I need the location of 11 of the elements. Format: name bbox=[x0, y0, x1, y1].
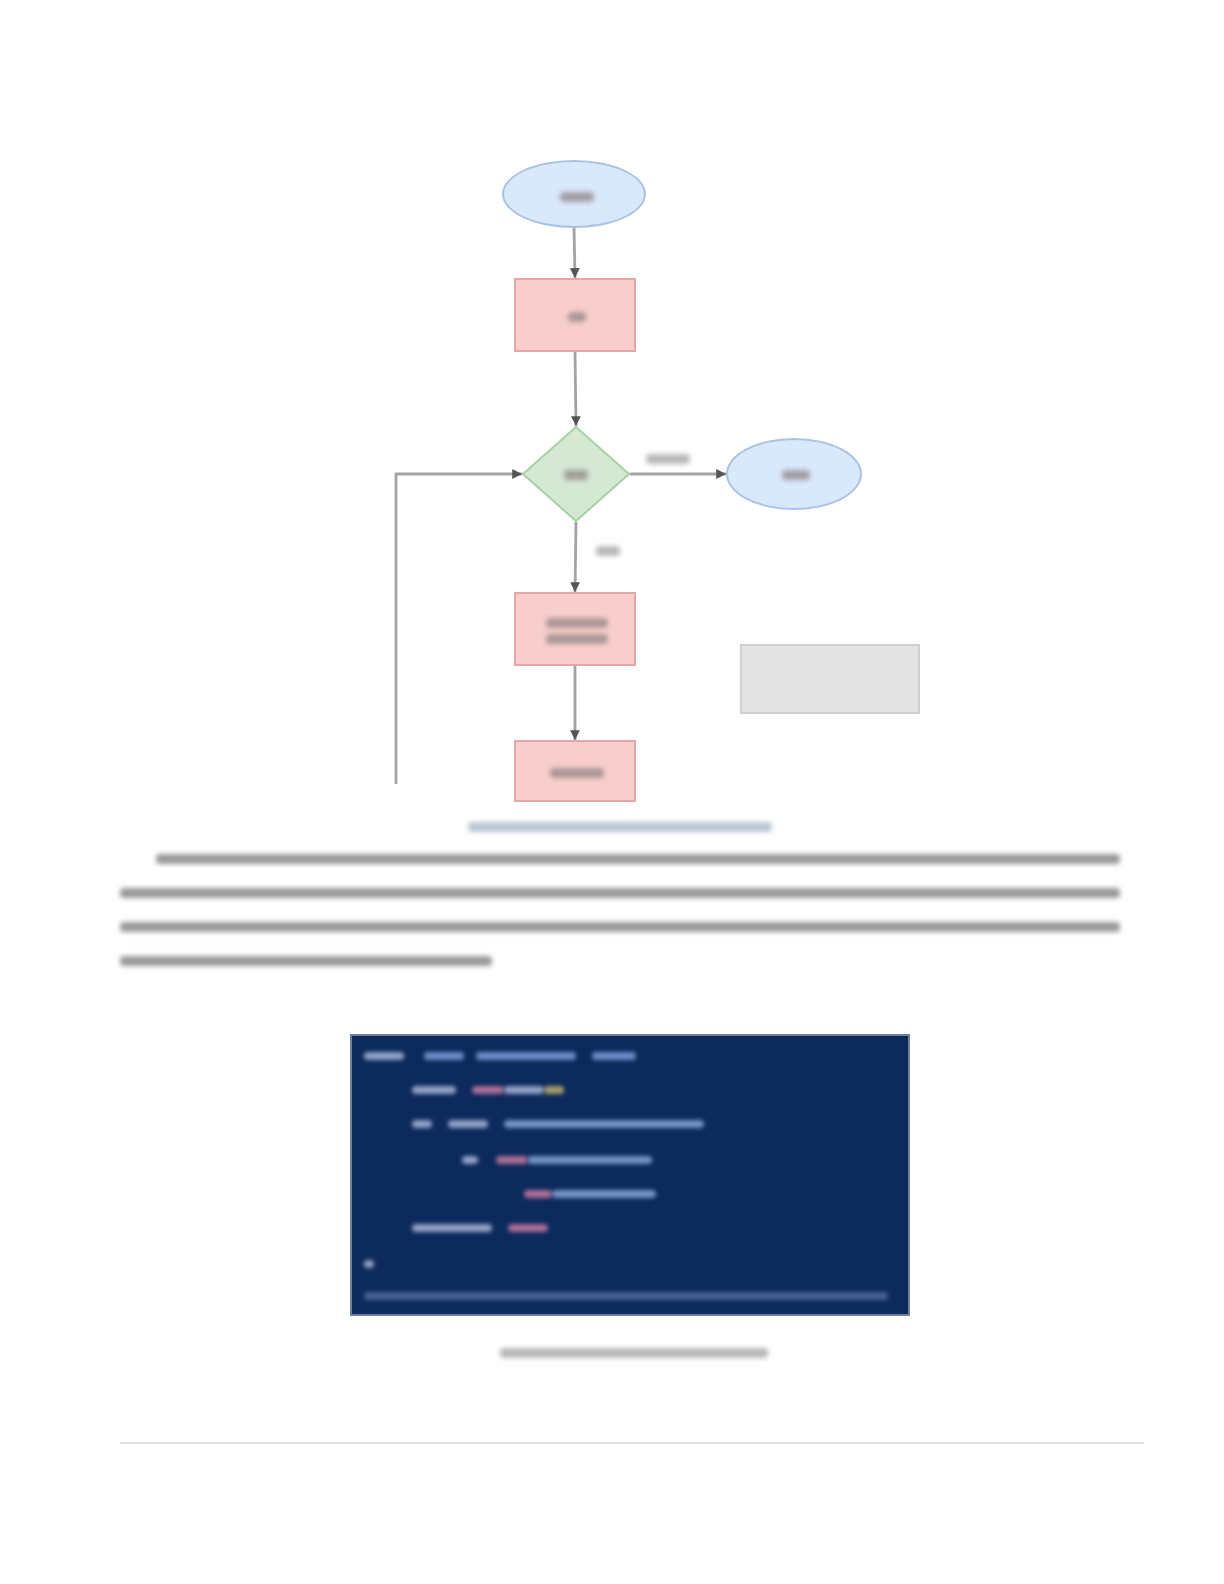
process-box bbox=[514, 278, 636, 352]
arrow bbox=[570, 352, 581, 426]
arrow bbox=[570, 522, 581, 592]
note-box bbox=[740, 644, 920, 714]
process-box bbox=[514, 740, 636, 802]
arrow bbox=[569, 227, 580, 279]
decision-diamond bbox=[522, 426, 630, 522]
arrow bbox=[570, 666, 580, 740]
process-box bbox=[514, 592, 636, 666]
arrow bbox=[394, 469, 522, 784]
arrow bbox=[630, 469, 726, 479]
